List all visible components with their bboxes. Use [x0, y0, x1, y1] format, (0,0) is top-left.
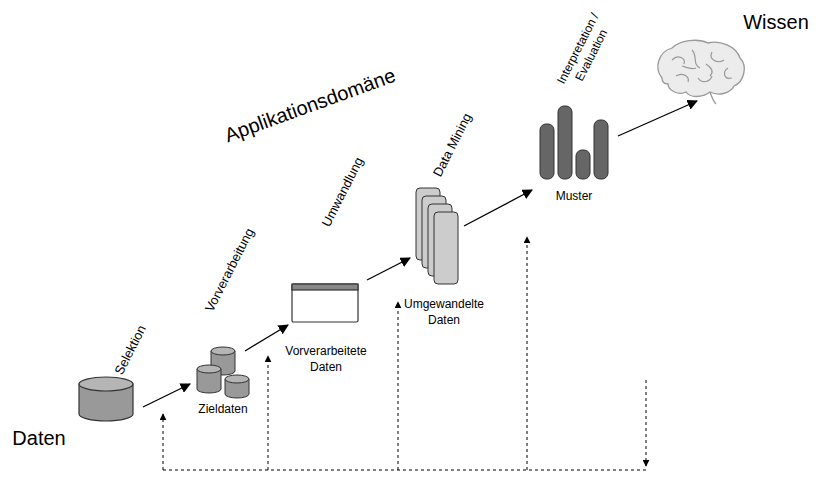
- preprocessed-data: Vorverarbeitete Daten: [290, 282, 360, 324]
- process-arrow: [143, 384, 190, 407]
- node-label: Muster: [556, 189, 593, 205]
- step-label: Data Mining: [429, 111, 475, 180]
- node-label: Vorverarbeitete Daten: [279, 344, 374, 375]
- feedback-line: [646, 380, 647, 466]
- domain-label: Applikationsdomäne: [221, 63, 398, 146]
- node-label: Umgewandelte Daten: [402, 297, 487, 328]
- node-label: Zieldaten: [198, 402, 247, 418]
- window-icon: [290, 282, 360, 324]
- step-label: Umwandlung: [318, 155, 367, 230]
- stacked-pages-icon: [414, 186, 462, 286]
- target-data-icon: [193, 345, 253, 400]
- database-icon: [76, 376, 136, 422]
- step-label: Vorverarbeitung: [202, 226, 258, 315]
- process-arrow: [367, 258, 410, 280]
- feedback-line: [527, 237, 528, 470]
- transformed-data: Umgewandelte Daten: [414, 186, 462, 286]
- knowledge: Wissen: [652, 38, 748, 104]
- target-data: Zieldaten: [193, 345, 253, 400]
- process-arrow: [245, 325, 288, 351]
- bar-pattern-icon: [538, 104, 612, 180]
- brain-icon: [652, 38, 748, 104]
- process-arrow: [464, 190, 532, 226]
- step-label: Interpretation / Evaluation: [550, 2, 620, 101]
- feedback-line: [268, 356, 269, 470]
- feedback-line: [163, 414, 164, 470]
- process-arrow: [618, 101, 697, 136]
- patterns: Muster: [538, 104, 612, 180]
- node-label: Daten: [12, 425, 65, 451]
- feedback-line: [398, 302, 399, 470]
- node-label: Wissen: [743, 9, 809, 35]
- step-label: Selektion: [111, 323, 150, 378]
- data-source: Daten: [76, 376, 136, 422]
- feedback-line: [163, 470, 646, 471]
